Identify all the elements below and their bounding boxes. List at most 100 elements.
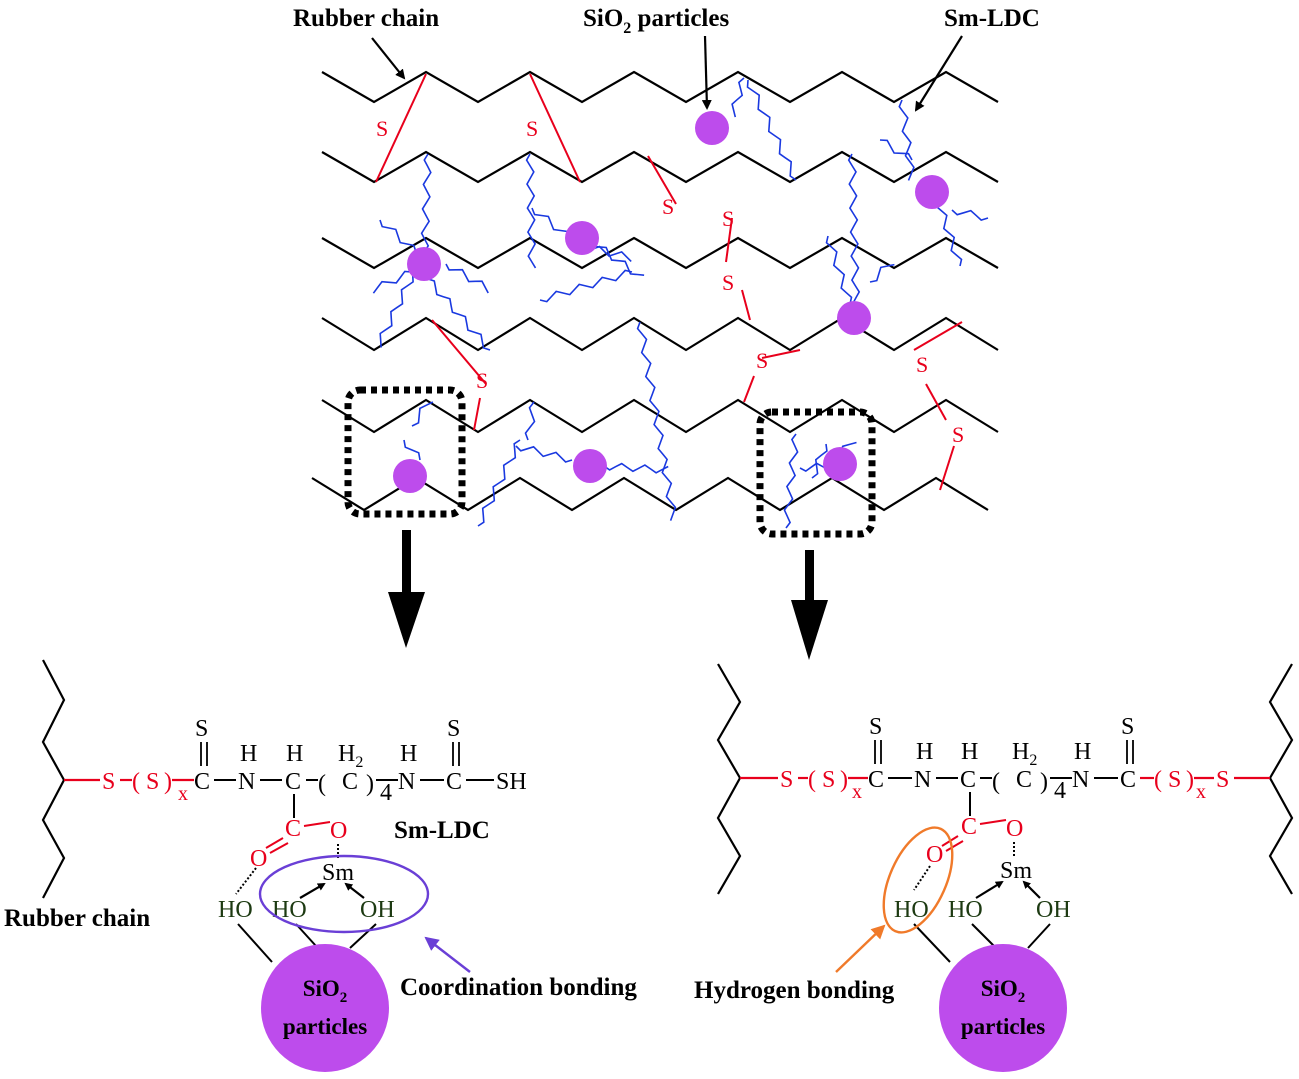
sm-ldc-chain-26 <box>411 401 434 427</box>
svg-text:): ) <box>840 767 848 793</box>
zoom-arrow-left <box>388 530 425 648</box>
sm-ldc-chain-19 <box>825 235 853 305</box>
rubber-chain-5 <box>321 398 999 434</box>
sio2-particle-6 <box>393 459 427 493</box>
coordination-bond-highlight <box>258 854 430 934</box>
sulfur-bond-12 <box>939 445 955 491</box>
sio2-particle-4 <box>407 247 441 281</box>
svg-text:(: ( <box>992 769 1000 795</box>
svg-text:x: x <box>1196 781 1206 803</box>
left-particle-label-line1: SiO2 <box>303 976 348 1006</box>
svg-text:C: C <box>1016 767 1032 793</box>
sulfur-atom-4: S <box>722 206 734 231</box>
sulfur-atom-2: S <box>526 116 538 141</box>
sm-ldc-chain-20 <box>869 263 895 283</box>
svg-text:C: C <box>961 814 977 840</box>
left-hydroxyl-3: OH <box>360 897 395 923</box>
sulfur-bond-10 <box>913 321 963 351</box>
sm-ldc-chain-30 <box>811 443 828 479</box>
svg-text:S: S <box>1121 714 1134 740</box>
sm-ldc-chain-24 <box>515 445 573 463</box>
sulfur-atom-9: S <box>952 422 964 447</box>
svg-text:(: ( <box>1154 767 1162 793</box>
svg-text:H: H <box>286 741 303 767</box>
left-rubber-chain-label: Rubber chain <box>4 905 150 932</box>
coordination-pointer-arrow <box>424 936 471 973</box>
sm-ldc-chain-3 <box>898 99 915 181</box>
sm-ldc-chain-17 <box>539 269 633 303</box>
hydrogen-bonding-label: Hydrogen bonding <box>694 977 895 1004</box>
sm-ldc-chain-28 <box>783 433 799 529</box>
sio2-particles-group <box>393 111 949 493</box>
sulfur-atom-5: S <box>722 270 734 295</box>
svg-text:S: S <box>869 714 882 740</box>
sm-ldc-chain-12 <box>445 263 489 294</box>
sulfur-bond-6 <box>431 319 487 385</box>
svg-text:H: H <box>961 739 978 765</box>
sulfur-bond-1 <box>375 73 427 183</box>
left-sulfur-2: S <box>146 769 159 795</box>
rubber-chain-pointer-arrow <box>371 37 406 80</box>
sio2-particle-3 <box>565 221 599 255</box>
left-thione-s-1: S <box>195 716 208 742</box>
svg-text:H: H <box>1074 739 1091 765</box>
left-sulfur-1: S <box>102 769 115 795</box>
sulfur-atom-1: S <box>376 116 388 141</box>
left-carboxyl-o-single: O <box>330 818 347 844</box>
left-particle-label-line2: particles <box>283 1014 367 1039</box>
svg-text:O: O <box>926 842 943 868</box>
left-hydroxyl-1: HO <box>218 897 253 923</box>
sio2-particle-7 <box>573 449 607 483</box>
sulfur-bond-3 <box>647 155 677 205</box>
sm-ldc-chain-9 <box>419 269 491 351</box>
sulfur-bond-5 <box>741 289 751 321</box>
sulfur-atom-8: S <box>916 352 928 377</box>
svg-text:C: C <box>960 767 976 793</box>
sm-ldc-chain-8 <box>379 263 419 348</box>
sulfur-bond-8 <box>761 349 801 359</box>
left-rubber-chain-zigzag <box>41 659 66 899</box>
svg-text:Sm: Sm <box>1000 858 1032 884</box>
sm-ldc-chain-25 <box>603 462 669 474</box>
sm-ldc-chain-10 <box>379 219 417 253</box>
svg-text:H: H <box>400 741 417 767</box>
right-sio2-particle <box>939 944 1067 1072</box>
svg-text:): ) <box>1186 767 1194 793</box>
left-h2: H2 <box>338 741 363 771</box>
coordination-bonding-label: Coordination bonding <box>400 974 637 1001</box>
sm-ldc-chain-4 <box>879 139 913 161</box>
svg-text:C: C <box>868 767 884 793</box>
svg-text:H2: H2 <box>1012 739 1037 769</box>
svg-text:S: S <box>1168 767 1181 793</box>
left-sulfur-count-x: x <box>178 783 188 805</box>
svg-text:N: N <box>914 767 931 793</box>
left-alpha-c: C <box>285 769 301 795</box>
sulfur-bond-7 <box>473 397 481 431</box>
left-thiocarbonyl-c: C <box>194 769 210 795</box>
sulfur-atom-6: S <box>476 368 488 393</box>
rubber-chains <box>311 70 999 512</box>
svg-text:(: ( <box>318 771 326 797</box>
rubber-chain-2 <box>321 150 999 184</box>
sm-ldc-chain-11 <box>372 270 413 294</box>
sm-ldc-crosslinks <box>372 77 989 529</box>
svg-text:): ) <box>164 769 172 795</box>
left-sm-ldc-label: Sm-LDC <box>394 817 490 844</box>
sm-ldc-chain-14 <box>531 207 571 239</box>
right-detail-structure: S ( S ) x C S N H C H ( C H2 ) 4 N H C S… <box>694 663 1294 1072</box>
sm-ldc-pointer-arrow <box>914 35 963 112</box>
sm-ldc-chain-18 <box>847 153 861 305</box>
right-sulfur-2: S <box>822 767 835 793</box>
sm-ldc-chain-23 <box>477 439 521 527</box>
svg-text:(: ( <box>132 769 140 795</box>
svg-text:4: 4 <box>380 780 392 806</box>
sm-ldc-chain-7 <box>419 153 432 265</box>
svg-text:(: ( <box>808 767 816 793</box>
sulfur-bond-9 <box>743 375 755 403</box>
right-particle-label-line2: particles <box>961 1014 1045 1039</box>
sm-ldc-label-top: Sm-LDC <box>944 5 1040 32</box>
right-particle-label-line1: SiO2 <box>981 976 1026 1006</box>
sm-ldc-chain-21 <box>636 321 677 521</box>
sm-ldc-chain-1 <box>731 77 745 118</box>
